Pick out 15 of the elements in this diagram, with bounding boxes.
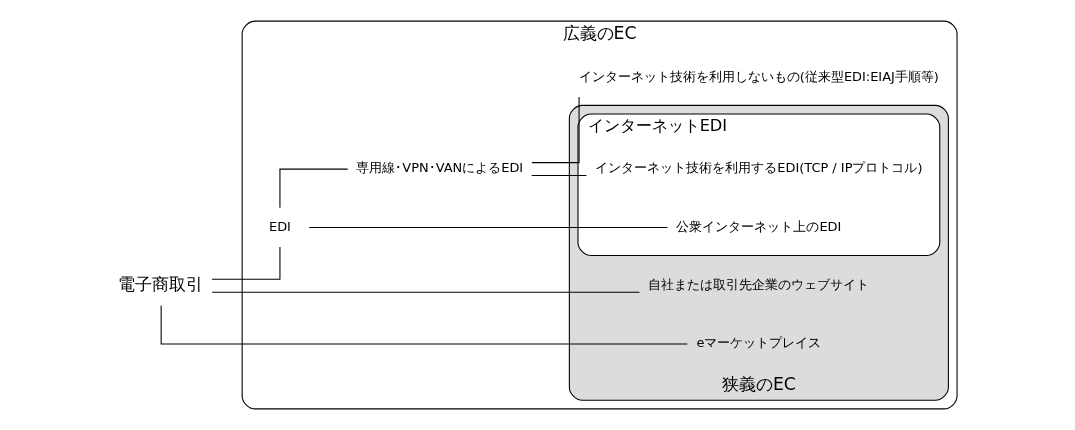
node-text: 電子商取引 <box>118 273 204 294</box>
node-text: EDI <box>268 218 291 234</box>
connector <box>211 246 281 280</box>
node-text: インターネット技術を利用しないもの(従来型EDI:EIAJ手順等) <box>578 68 939 84</box>
connector <box>160 304 688 345</box>
node-text: eマーケットプレイス <box>696 335 822 351</box>
node-text: 専用線･VPN･VANによるEDI <box>356 160 524 176</box>
connector <box>531 96 580 164</box>
node-text: インターネット技術を利用するEDI(TCP / IPプロトコル) <box>595 160 923 176</box>
connector <box>308 226 669 228</box>
connector <box>279 168 349 209</box>
connector <box>211 291 640 293</box>
node-text: 公衆インターネット上のEDI <box>676 218 842 234</box>
node-text: 自社または取引先企業のウェブサイト <box>648 277 870 293</box>
connector <box>531 175 587 177</box>
